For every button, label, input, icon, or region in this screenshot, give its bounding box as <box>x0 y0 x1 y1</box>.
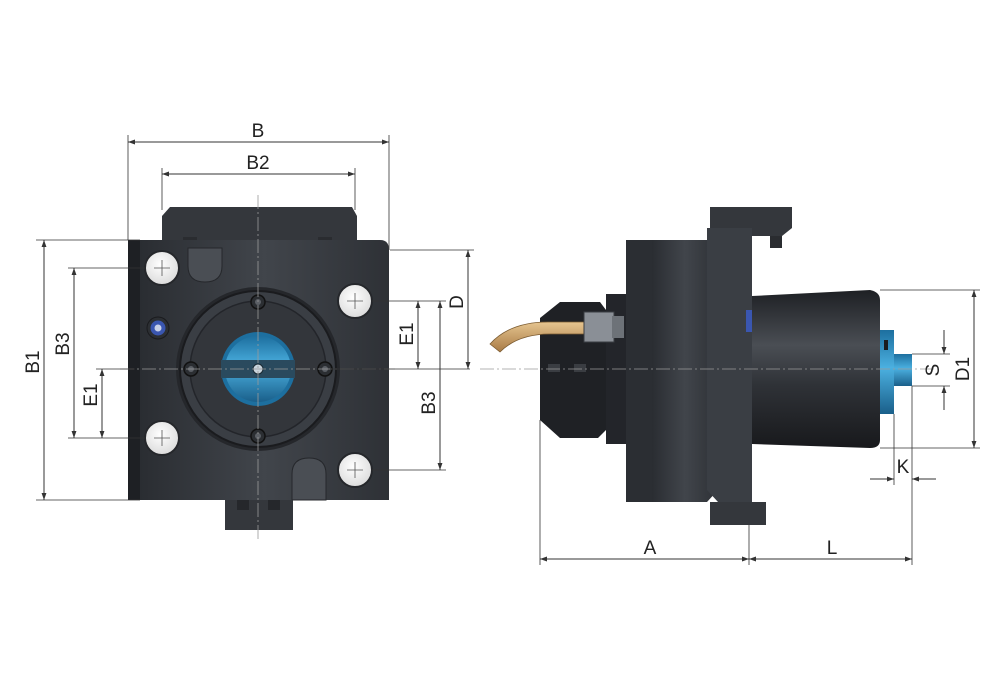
output-spindle-flange <box>880 330 894 414</box>
label-E1-left: E1 <box>81 383 102 406</box>
output-spindle-shaft <box>894 354 912 386</box>
front-bottom-notch <box>291 457 327 501</box>
dimension-E1-right: E1 <box>330 300 470 370</box>
side-front-plate <box>626 240 652 502</box>
label-A: A <box>644 538 657 559</box>
mounting-hole <box>144 420 180 456</box>
side-bottom-key <box>710 502 766 525</box>
pipe-fitting <box>583 311 615 343</box>
label-B: B <box>252 121 265 142</box>
label-B3-left: B3 <box>53 332 74 355</box>
label-B3-right: B3 <box>419 391 440 414</box>
mounting-hole <box>144 250 180 286</box>
front-side-plate <box>128 240 140 500</box>
dimension-D1: D1 <box>880 289 980 449</box>
front-top-notch <box>187 247 223 283</box>
dimension-K: K <box>870 414 936 485</box>
dimension-B3-right: B3 <box>372 301 446 471</box>
front-top-clamp <box>162 207 357 240</box>
front-bottom-key <box>225 500 293 530</box>
label-D: D <box>447 295 468 309</box>
label-L: L <box>827 538 838 559</box>
side-top-clamp <box>710 207 792 236</box>
dimension-B: B <box>127 121 390 250</box>
label-S: S <box>923 364 944 377</box>
dimension-B2: B2 <box>161 153 356 210</box>
dimension-E1-left: E1 <box>81 368 135 438</box>
blue-marker-icon <box>146 316 170 340</box>
side-main-body <box>652 240 718 502</box>
label-K: K <box>897 457 910 478</box>
label-D1: D1 <box>953 357 974 381</box>
mounting-hole <box>337 452 373 488</box>
mounting-hole <box>337 283 373 319</box>
label-B1: B1 <box>23 350 44 373</box>
dimension-D: D <box>390 249 474 369</box>
label-E1-right: E1 <box>397 322 418 345</box>
label-B2: B2 <box>246 153 269 174</box>
dimension-S: S <box>912 330 950 410</box>
dimension-B1: B1 <box>23 239 140 501</box>
front-view <box>128 207 389 530</box>
dimension-A-L: A L <box>539 386 913 565</box>
dimension-B3-left: B3 <box>53 267 145 439</box>
side-rear-block <box>707 228 752 502</box>
side-view <box>489 207 912 525</box>
